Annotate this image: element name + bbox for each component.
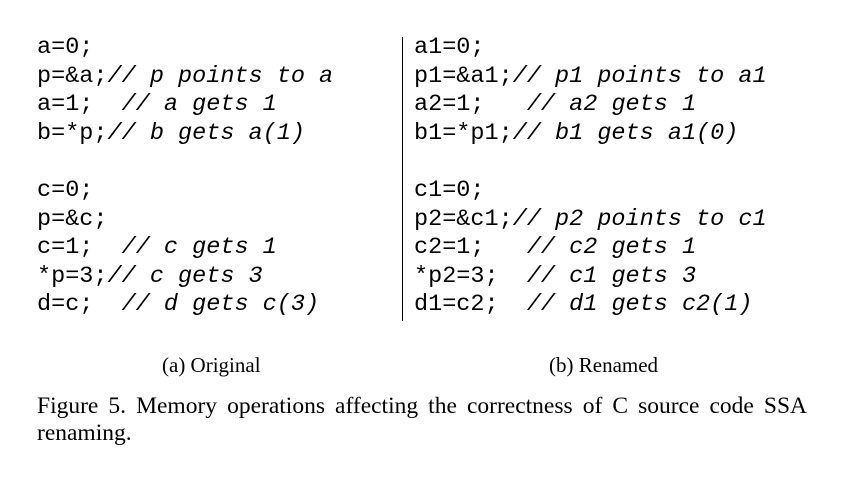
code-line: a1=0;	[414, 34, 767, 63]
code-line: c=1; // c gets 1	[37, 234, 333, 263]
code-statement: b=*p;	[37, 119, 108, 147]
code-comment: // b gets a(1)	[107, 119, 305, 147]
code-statement: a2=1;	[414, 91, 527, 119]
code-statement: *p2=3;	[414, 262, 527, 290]
code-comment: // c1 gets 3	[526, 262, 697, 290]
code-line	[37, 148, 333, 177]
figure-caption: Figure 5. Memory operations affecting th…	[37, 393, 807, 446]
code-statement: p2=&c1;	[414, 205, 513, 233]
code-line: p2=&c1;// p2 points to c1	[414, 206, 767, 235]
code-line: *p=3;// c gets 3	[37, 263, 333, 292]
code-comment: // p2 points to c1	[512, 205, 767, 233]
code-line: p=&a;// p points to a	[37, 63, 333, 92]
code-comment: // p1 points to a1	[512, 62, 767, 90]
code-statement: a1=0;	[414, 34, 485, 61]
code-statement: a=0;	[37, 34, 94, 61]
code-line: c2=1; // c2 gets 1	[414, 234, 767, 263]
code-comment: // c gets 3	[107, 262, 263, 290]
code-statement: p1=&a1;	[414, 62, 513, 90]
code-comment: // b1 gets a1(0)	[512, 119, 739, 147]
panel-divider	[402, 37, 404, 321]
code-line: c1=0;	[414, 177, 767, 206]
code-comment: // c gets 1	[121, 234, 277, 262]
code-statement: b1=*p1;	[414, 119, 513, 147]
code-statement: p=&c;	[37, 205, 108, 233]
code-statement: p=&a;	[37, 62, 108, 90]
code-statement: c=0;	[37, 176, 94, 204]
code-line: c=0;	[37, 177, 333, 206]
subcaption-renamed: (b) Renamed	[549, 353, 659, 377]
code-statement: c1=0;	[414, 176, 485, 204]
code-comment: // a2 gets 1	[526, 91, 697, 119]
subcaption-original: (a) Original	[162, 353, 261, 377]
code-comment: // d1 gets c2(1)	[526, 291, 753, 319]
code-statement: c2=1;	[414, 234, 527, 262]
code-comment: // d gets c(3)	[121, 291, 320, 319]
code-line	[414, 148, 767, 177]
code-statement: d=c;	[37, 291, 122, 319]
code-comment: // a gets 1	[121, 91, 277, 119]
code-line: p1=&a1;// p1 points to a1	[414, 63, 767, 92]
code-comment: // c2 gets 1	[526, 234, 697, 262]
code-line: b1=*p1;// b1 gets a1(0)	[414, 120, 767, 149]
code-line: d=c; // d gets c(3)	[37, 291, 333, 320]
code-statement: c=1;	[37, 234, 122, 262]
code-line: p=&c;	[37, 206, 333, 235]
code-line: a=0;	[37, 34, 333, 63]
code-comment: // p points to a	[107, 62, 334, 90]
code-statement: *p=3;	[37, 262, 108, 290]
code-line: *p2=3; // c1 gets 3	[414, 263, 767, 292]
code-line: b=*p;// b gets a(1)	[37, 120, 333, 149]
code-line: d1=c2; // d1 gets c2(1)	[414, 291, 767, 320]
code-line: a2=1; // a2 gets 1	[414, 91, 767, 120]
code-statement: a=1;	[37, 91, 122, 119]
code-statement: d1=c2;	[414, 291, 527, 319]
code-line: a=1; // a gets 1	[37, 91, 333, 120]
